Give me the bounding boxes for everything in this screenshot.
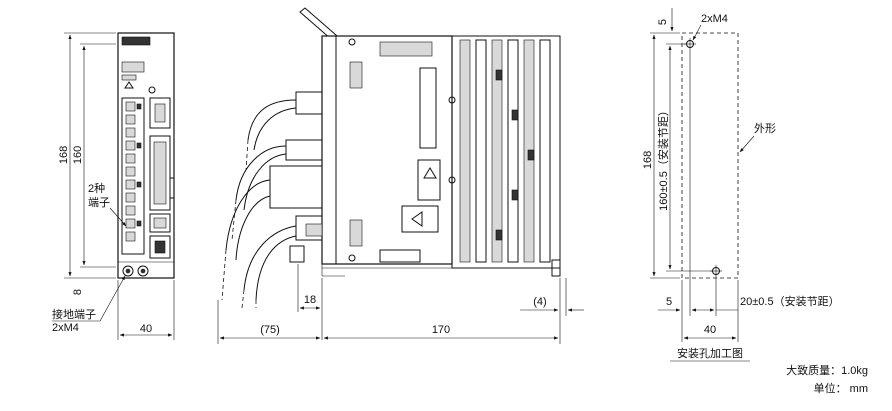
side-view: 18 (75) 170 (4) xyxy=(217,7,584,344)
top-connector-slot xyxy=(349,61,363,89)
status-led-icon xyxy=(148,86,156,94)
ground-terminal-label: 接地端子 xyxy=(52,308,96,321)
mount-left-offset-5: 5 xyxy=(666,296,672,308)
warning-triangle-icon xyxy=(124,81,134,89)
unit-label: 单位： mm xyxy=(814,381,868,395)
mounting-hole-view: 2xM4 5 168 160±0.5（安装节距） 外形 5 20±0.5（安装节… xyxy=(642,8,840,362)
cable-assembly xyxy=(221,91,323,309)
encoder-connector xyxy=(149,235,171,259)
side-housing xyxy=(321,35,453,265)
mount-screw-spec: 2xM4 xyxy=(701,13,728,25)
front-height-168: 168 xyxy=(58,146,70,164)
ground-screw-spec: 2xM4 xyxy=(52,322,79,334)
board-slot xyxy=(419,67,437,149)
bottom-connector-slot xyxy=(349,219,363,247)
ground-screw-right-icon xyxy=(137,265,149,277)
terminal-label-line1: 2种 xyxy=(88,181,105,195)
approx-mass: 大致质量：1.0kg xyxy=(786,363,868,377)
main-terminal-block xyxy=(121,97,145,255)
up-arrow-icon xyxy=(423,167,437,179)
rear-offset-4: (4) xyxy=(533,296,546,308)
cn1-connector xyxy=(149,135,171,211)
front-bottom-offset: 8 xyxy=(72,289,84,295)
front-width-40: 40 xyxy=(140,323,152,335)
outline-label: 外形 xyxy=(754,122,776,135)
mount-top-offset-5: 5 xyxy=(657,19,669,25)
brand-logo xyxy=(121,36,151,46)
mounting-caption: 安装孔加工图 xyxy=(677,346,743,360)
mount-width-40: 40 xyxy=(704,324,716,336)
terminal-label-line2: 端子 xyxy=(88,196,110,209)
front-height-160: 160 xyxy=(72,146,84,164)
ground-screw-left-icon xyxy=(122,265,134,277)
front-view: 168 160 8 2种 端子 接地端子 2xM4 40 xyxy=(52,32,175,340)
cn3-connector xyxy=(149,97,171,129)
cable-depth-75: (75) xyxy=(260,324,280,336)
connector-offset-18: 18 xyxy=(304,294,316,306)
cn2-connector xyxy=(149,213,171,233)
mounting-outline xyxy=(681,32,739,279)
mount-pitch-160: 160±0.5（安装节距） xyxy=(656,105,670,211)
heatsink xyxy=(451,35,561,277)
left-arrow-icon xyxy=(411,211,423,227)
mount-width-pitch: 20±0.5（安装节距） xyxy=(740,294,840,308)
nameplate xyxy=(121,61,145,73)
mount-height-168: 168 xyxy=(642,151,654,169)
body-depth-170: 170 xyxy=(432,324,450,336)
